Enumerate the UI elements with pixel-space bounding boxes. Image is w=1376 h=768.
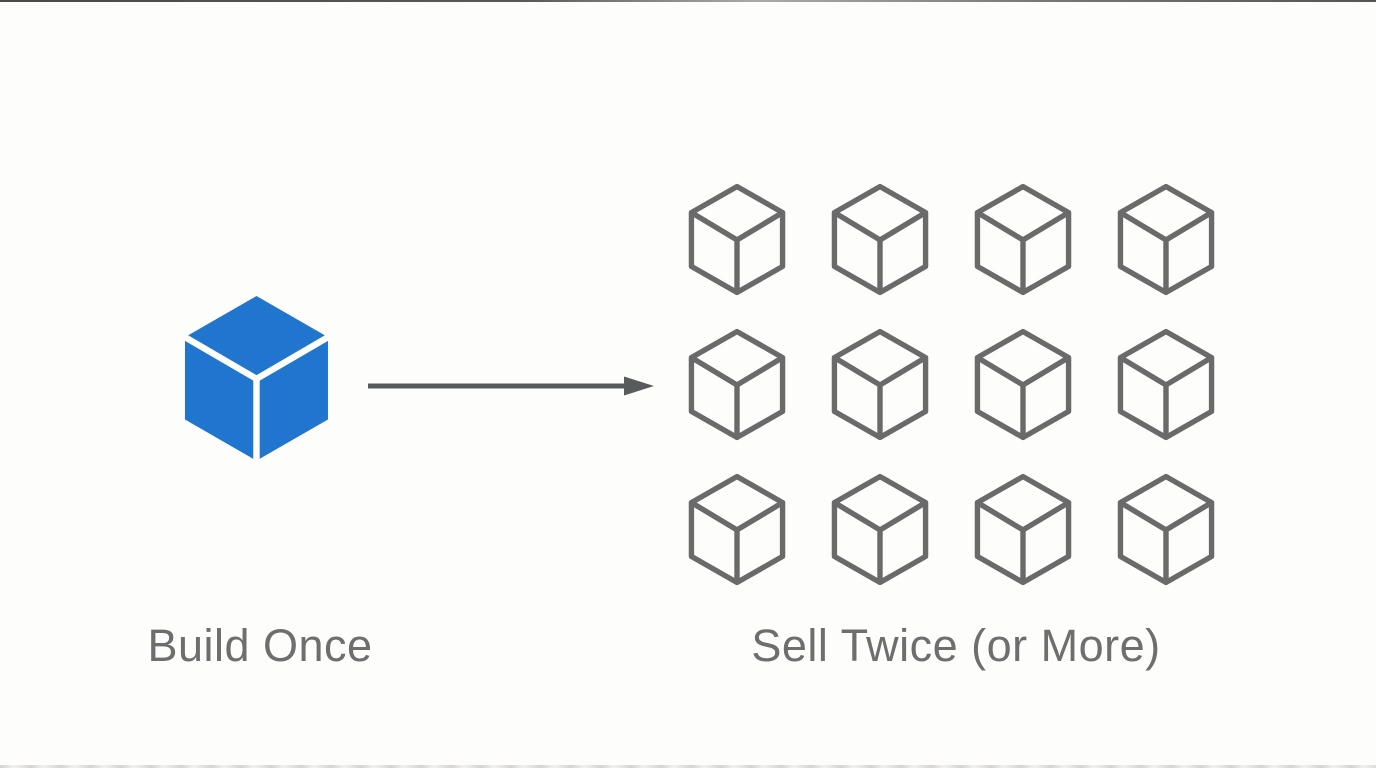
outline-cube-icon bbox=[1117, 183, 1215, 296]
outline-cube-icon bbox=[688, 473, 786, 586]
outline-cube-icon bbox=[974, 328, 1072, 441]
outline-cube-icon bbox=[974, 473, 1072, 586]
top-edge-artifact bbox=[0, 0, 1376, 2]
build-once-label: Build Once bbox=[147, 620, 373, 671]
outline-cube-icon bbox=[831, 183, 929, 296]
blue-cube-svg bbox=[183, 296, 330, 461]
outline-cube-icon bbox=[1117, 328, 1215, 441]
bottom-edge-artifact bbox=[0, 765, 1376, 768]
outline-cube-icon bbox=[831, 328, 929, 441]
outline-cube-icon bbox=[688, 183, 786, 296]
outline-cube-icon bbox=[688, 328, 786, 441]
outline-cube-icon bbox=[1117, 473, 1215, 586]
right-arrow-svg bbox=[368, 376, 654, 396]
right-arrow-icon bbox=[366, 370, 658, 402]
cube-grid bbox=[688, 183, 1215, 586]
outline-cube-icon bbox=[831, 473, 929, 586]
outline-cube-icon bbox=[974, 183, 1072, 296]
blue-cube-icon bbox=[183, 296, 330, 462]
sell-twice-label: Sell Twice (or More) bbox=[751, 620, 1161, 671]
